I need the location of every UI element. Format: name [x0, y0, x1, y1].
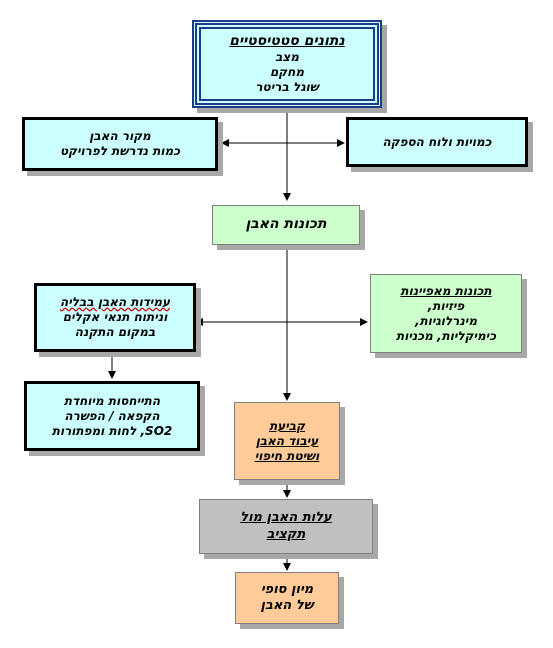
node-line: מקור האבן [89, 129, 151, 143]
node-line: עיבוד האבן [255, 433, 319, 448]
node-line: SO2, לחות ומפתורות [51, 423, 173, 438]
node-line: פיזיות, [427, 298, 465, 313]
node-line: כימיקליות, מכניות [396, 328, 496, 343]
node-special-issues: התייחסות מיוחדת הקפאה / הפשרה SO2, לחות … [24, 381, 200, 451]
node-line: של האבן [260, 598, 314, 613]
node-line: התייחסות מיוחדת [63, 393, 161, 408]
node-stone-source: מקור האבן כמות נדרשת לפרויקט [22, 117, 218, 171]
node-stone-durability: עמידות האבן בבליה וניתוח תנאי אקלים במקו… [34, 283, 196, 352]
node-line: ושיטת חיפוי [254, 448, 320, 463]
node-line: כמויות ולוח הספקה [382, 134, 492, 149]
node-title: נתונים סטטיסטיים [229, 32, 345, 49]
node-title: קביעת [269, 418, 305, 433]
node-title: עלות האבן מול [240, 510, 332, 526]
node-line: מחקם [269, 65, 305, 80]
node-characteristic-properties: תכונות מאפיינות פיזיות, מינרלוגיות, כימי… [370, 274, 522, 353]
node-line: כמות נדרשת לפרויקט [59, 144, 181, 158]
node-line: מצב [275, 50, 299, 65]
node-line: תקציב [266, 526, 306, 542]
node-line: הקפאה / הפשרה [64, 408, 160, 423]
node-stone-properties: תכונות האבן [212, 205, 360, 245]
node-line: וניתוח תנאי אקלים [62, 310, 168, 324]
node-line: מינרלוגיות, [414, 313, 478, 328]
node-line: שוגל בריטר [255, 80, 319, 95]
node-title: תכונות האבן [245, 216, 327, 233]
node-final-sort: מיון סופי של האבן [235, 572, 339, 624]
node-statistical-data: נתונים סטטיסטיים מצב מחקם שוגל בריטר [192, 20, 382, 108]
node-title: עמידות האבן בבליה [59, 295, 171, 309]
node-line: מיון סופי [260, 581, 314, 597]
node-stone-finishing: קביעת עיבוד האבן ושיטת חיפוי [234, 402, 340, 480]
node-quantity-schedule: כמויות ולוח הספקה [346, 117, 528, 167]
node-line: במקום התקנה [74, 325, 156, 339]
node-title: תכונות מאפיינות [400, 283, 492, 298]
node-stone-cost: עלות האבן מול תקציב [199, 499, 373, 554]
